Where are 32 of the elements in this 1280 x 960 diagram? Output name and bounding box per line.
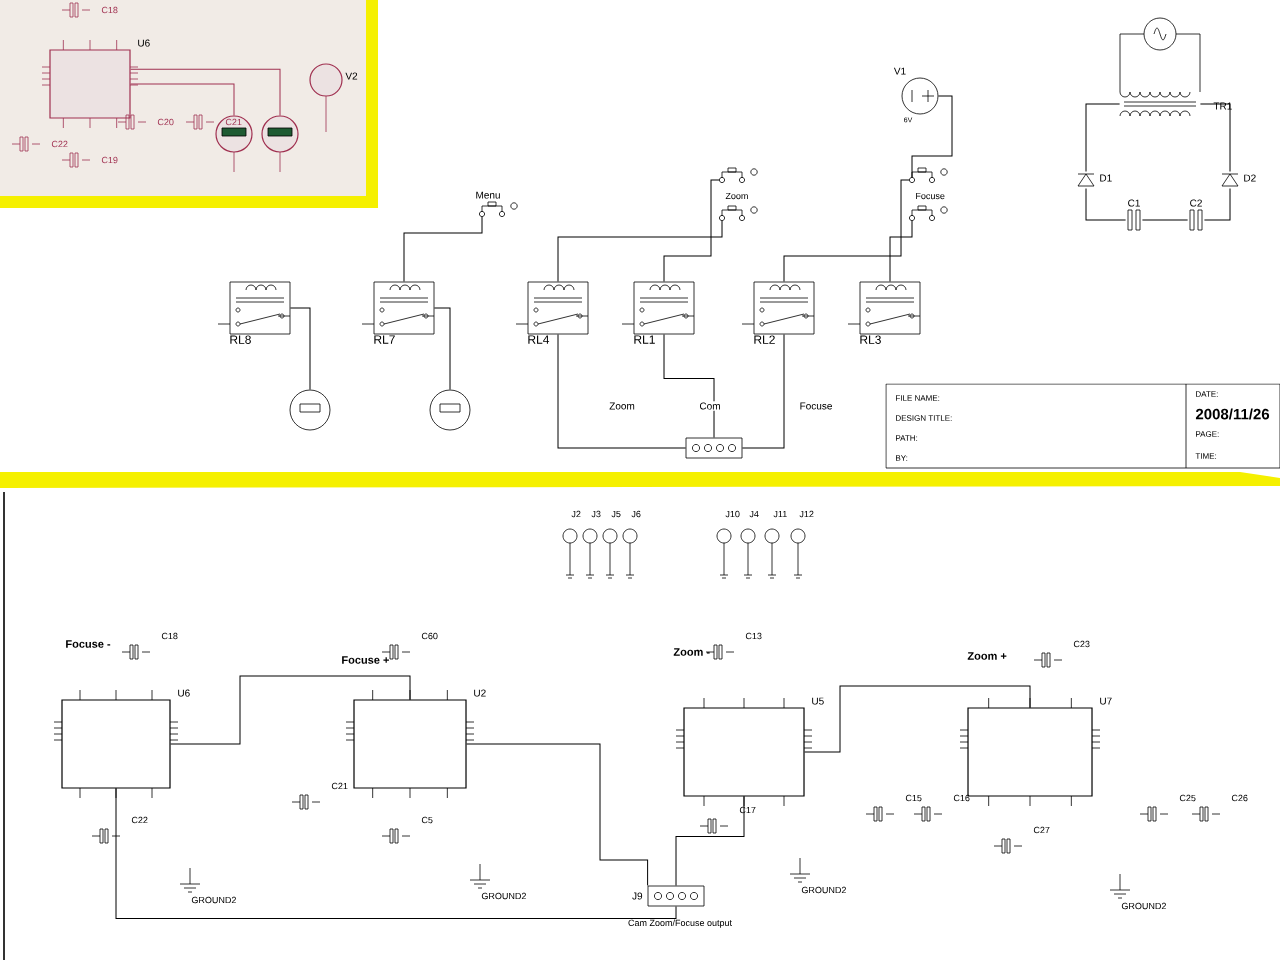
wire bbox=[675, 796, 745, 887]
wire bbox=[804, 685, 1031, 753]
wire bbox=[557, 220, 723, 283]
wire bbox=[130, 83, 235, 116]
wire bbox=[433, 307, 451, 391]
wire bbox=[1085, 187, 1127, 221]
wire bbox=[403, 216, 483, 283]
meter-symbol bbox=[215, 115, 253, 173]
connector-symbol bbox=[685, 437, 743, 459]
wire bbox=[1141, 219, 1189, 221]
wire bbox=[1199, 103, 1231, 173]
push-button-switch bbox=[909, 205, 948, 221]
wire bbox=[289, 307, 311, 391]
wire bbox=[557, 333, 687, 449]
wire bbox=[130, 68, 281, 116]
wire bbox=[663, 333, 715, 439]
meter-symbol bbox=[261, 115, 299, 173]
wire bbox=[889, 220, 913, 283]
wire bbox=[1085, 103, 1121, 173]
wire bbox=[663, 179, 720, 283]
push-button-switch bbox=[719, 167, 758, 183]
meter-symbol bbox=[429, 389, 471, 431]
wire bbox=[783, 179, 910, 283]
wire bbox=[170, 675, 411, 745]
meter-symbol bbox=[289, 389, 331, 431]
wire bbox=[911, 95, 953, 178]
push-button-switch bbox=[909, 167, 948, 183]
wire bbox=[741, 333, 785, 449]
wire bbox=[115, 788, 677, 920]
push-button-switch bbox=[719, 205, 758, 221]
wire bbox=[1203, 187, 1231, 221]
wire bbox=[466, 743, 649, 887]
